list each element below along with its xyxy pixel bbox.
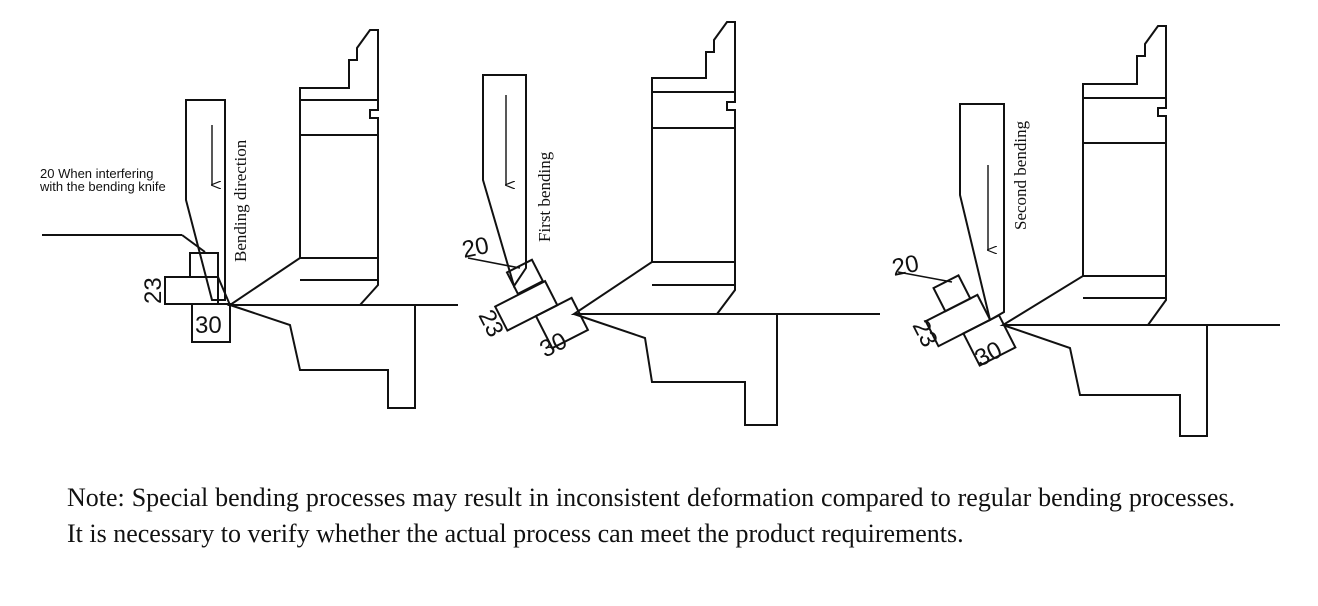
lower-die bbox=[1002, 324, 1208, 437]
diagram-initial-position bbox=[42, 29, 458, 409]
flange-23-box bbox=[493, 279, 559, 332]
flange-30-box bbox=[962, 313, 1017, 367]
tab-20-box bbox=[189, 252, 219, 278]
flange-30-box bbox=[191, 303, 231, 343]
bending-process-diagrams: 20 When interfering with the bending kni… bbox=[39, 21, 1280, 437]
lower-die bbox=[573, 313, 778, 426]
dim-30-label-3: 30 bbox=[970, 336, 1006, 372]
interference-note-line2: with the bending knife bbox=[39, 179, 166, 194]
dim-20-label-2: 20 bbox=[460, 232, 492, 264]
bending-knife bbox=[482, 74, 527, 289]
bending-knife bbox=[185, 99, 226, 301]
first-bending-label: First bending bbox=[535, 151, 554, 242]
tab-20-box bbox=[505, 258, 545, 296]
tab-20-box bbox=[932, 274, 972, 313]
diagram-first-bending bbox=[467, 21, 880, 426]
interference-note-line1: 20 When interfering bbox=[40, 166, 153, 181]
second-bending-label: Second bending bbox=[1011, 120, 1030, 230]
diagram-second-bending bbox=[897, 25, 1280, 437]
dim-20-label-3: 20 bbox=[890, 250, 922, 282]
process-note: Note: Special bending processes may resu… bbox=[67, 483, 1235, 548]
flange-30-box bbox=[534, 296, 590, 350]
bending-knife bbox=[959, 103, 1005, 322]
dim-30-label-2: 30 bbox=[535, 327, 571, 363]
upper-die bbox=[226, 29, 379, 306]
lower-die bbox=[229, 304, 416, 409]
dim-30-label-1: 30 bbox=[195, 312, 222, 339]
dim-23-label-1: 23 bbox=[140, 277, 167, 304]
dim-23-label-2: 23 bbox=[473, 305, 509, 341]
upper-die bbox=[570, 21, 736, 315]
bending-direction-label: Bending direction bbox=[231, 139, 250, 262]
